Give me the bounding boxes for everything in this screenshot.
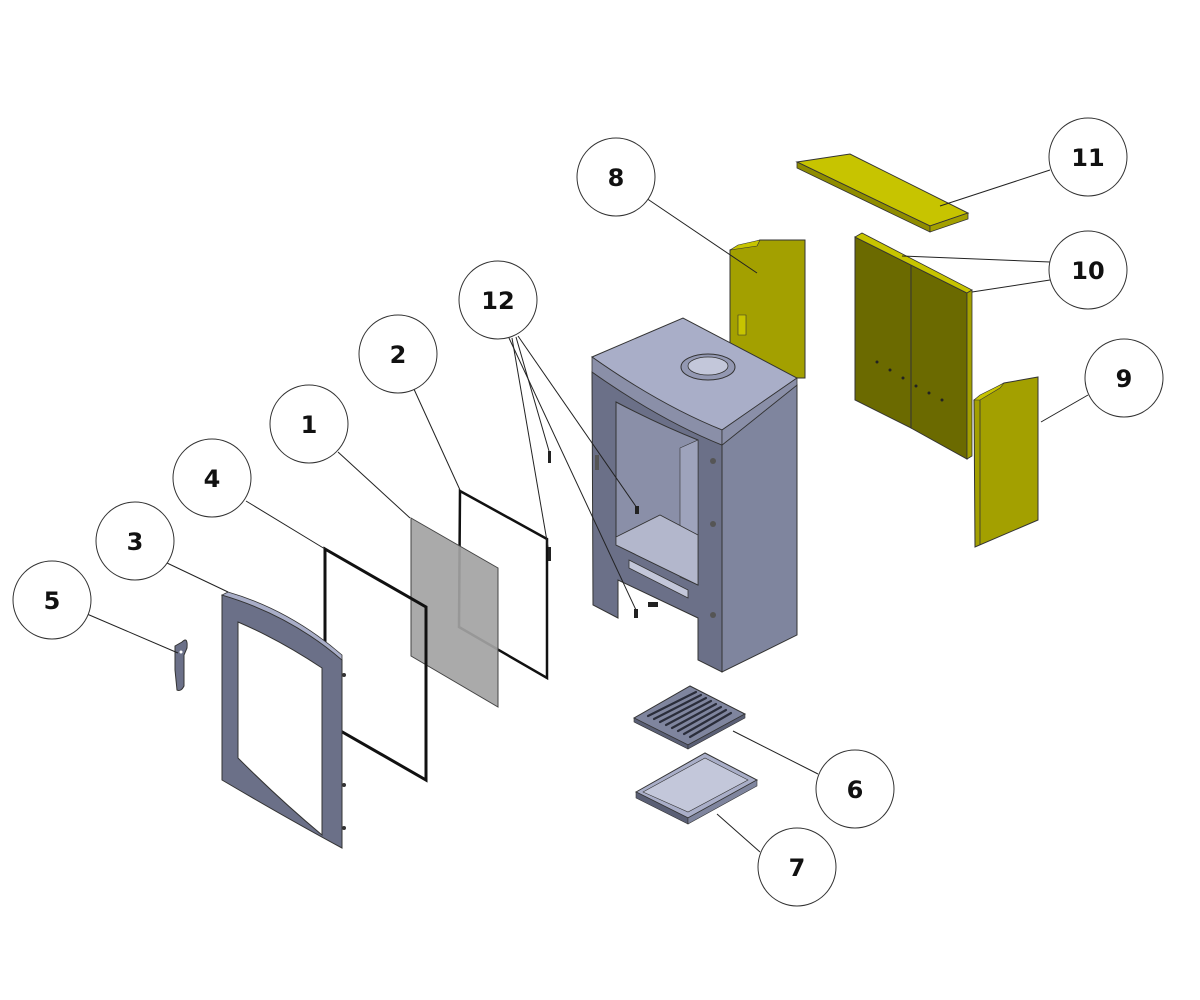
- svg-text:11: 11: [1071, 144, 1104, 172]
- svg-text:12: 12: [481, 287, 514, 315]
- part-door-handle: [174, 639, 188, 691]
- part-ash-pan: [634, 752, 759, 825]
- callout-5: 5: [12, 560, 92, 640]
- svg-text:4: 4: [204, 465, 221, 493]
- callout-10: 10: [1048, 230, 1128, 310]
- svg-text:2: 2: [390, 341, 407, 369]
- svg-text:8: 8: [608, 164, 625, 192]
- callout-8: 8: [576, 137, 656, 217]
- callout-9: 9: [1084, 338, 1164, 418]
- part-door-frame: [220, 591, 346, 849]
- svg-text:6: 6: [847, 776, 864, 804]
- callout-1: 1: [269, 384, 349, 464]
- part-glass-panel: [410, 517, 499, 708]
- callout-11: 11: [1048, 117, 1128, 197]
- svg-text:5: 5: [44, 587, 61, 615]
- callout-12: 12: [458, 260, 538, 340]
- part-grate: [632, 685, 747, 750]
- callout-4: 4: [172, 438, 252, 518]
- svg-text:1: 1: [301, 411, 318, 439]
- leader-lines: [86, 169, 1089, 853]
- svg-text:9: 9: [1116, 365, 1133, 393]
- callout-3: 3: [95, 501, 175, 581]
- svg-text:10: 10: [1071, 257, 1104, 285]
- callout-6: 6: [815, 749, 895, 829]
- svg-text:3: 3: [127, 528, 144, 556]
- part-stove-body: [590, 317, 798, 673]
- callout-7: 7: [757, 827, 837, 907]
- part-baffle-plate: [795, 153, 970, 233]
- callout-2: 2: [358, 314, 438, 394]
- part-side-firebrick-left: [729, 239, 806, 379]
- part-side-firebrick-right: [973, 376, 1039, 548]
- part-glass-clips-and-screws: [548, 451, 658, 618]
- part-rear-firebricks: [854, 232, 973, 460]
- svg-text:7: 7: [789, 854, 806, 882]
